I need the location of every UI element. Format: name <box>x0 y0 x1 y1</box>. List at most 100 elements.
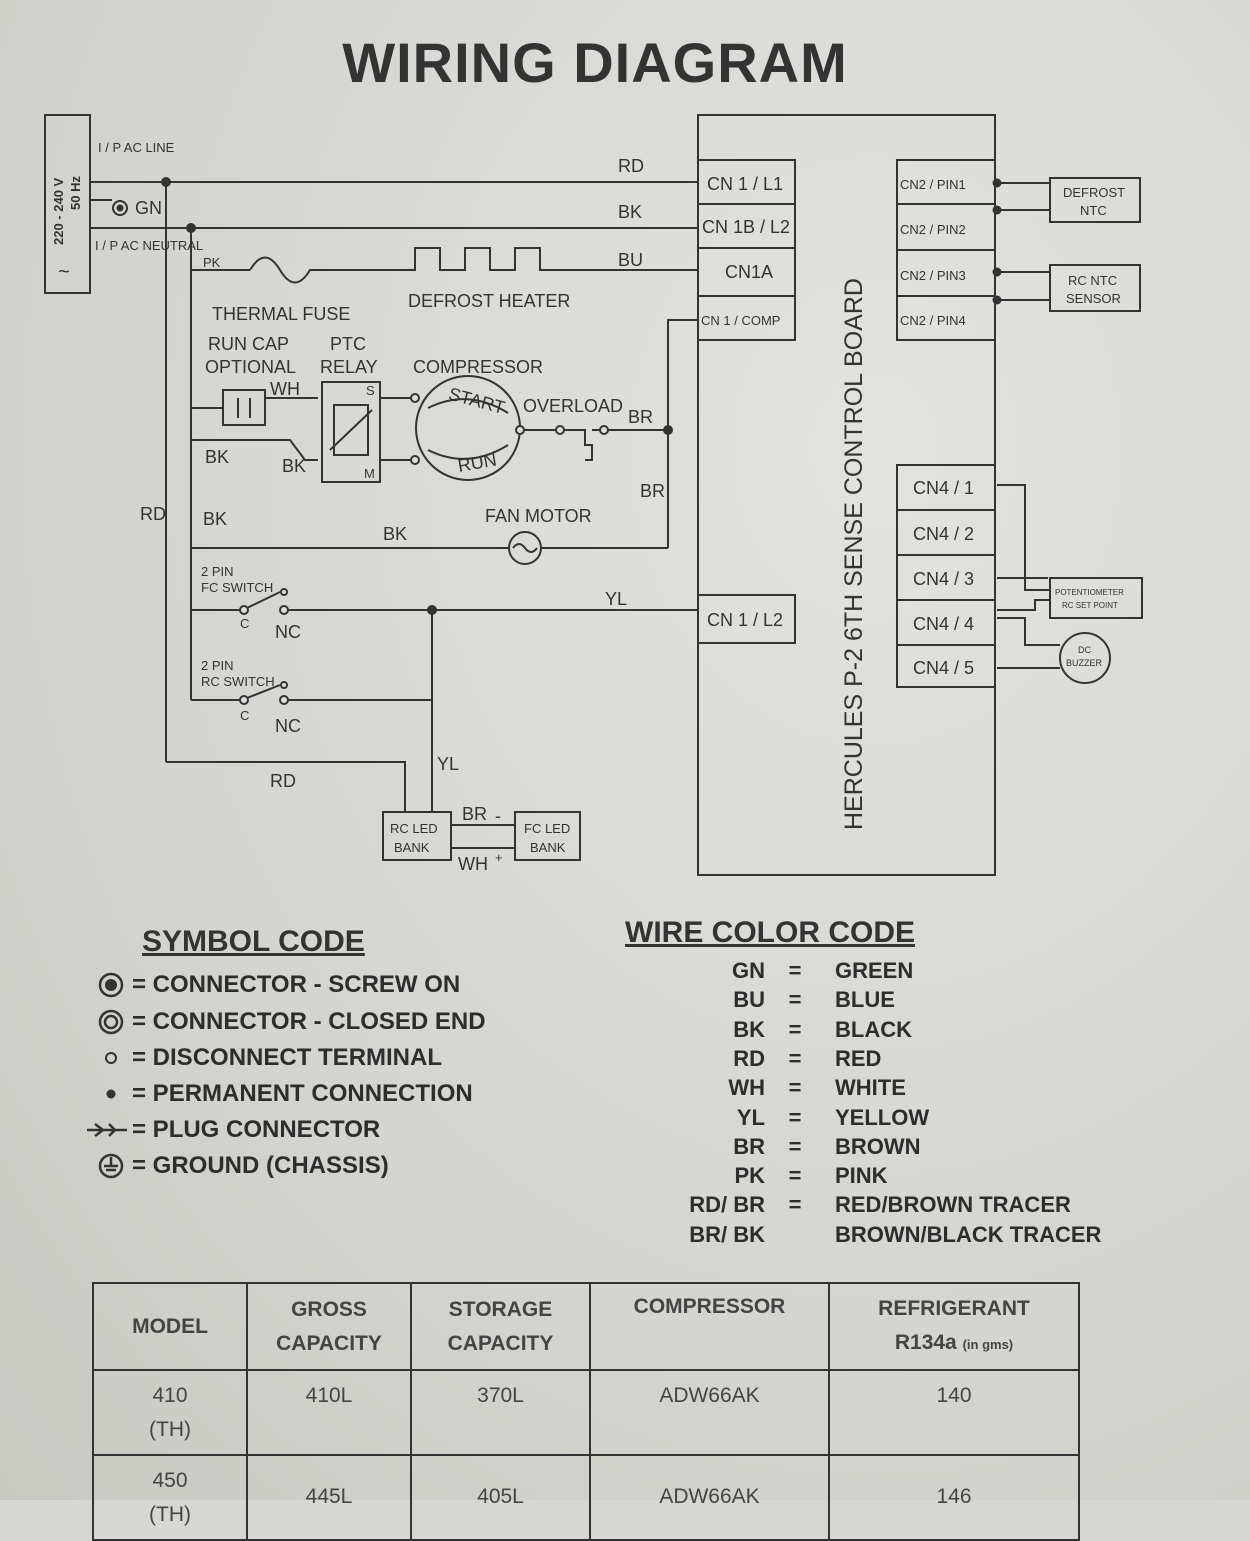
wire-color-name: RED/BROWN TRACER <box>835 1192 1071 1218</box>
led-plus: + <box>495 850 503 865</box>
cell-model: 410(TH) <box>92 1369 248 1456</box>
symbol-label: = PERMANENT CONNECTION <box>132 1080 473 1107</box>
wire-color-equals: = <box>788 1045 802 1071</box>
fc-switch-label-2: FC SWITCH <box>201 580 273 595</box>
wire-br-led: BR <box>462 804 487 824</box>
pot-label-1: POTENTIOMETER <box>1055 588 1124 597</box>
run-cap <box>222 389 266 426</box>
symbol-label: = PLUG CONNECTOR <box>132 1116 381 1143</box>
wire-yl-mid: YL <box>605 589 627 609</box>
compressor-label: COMPRESSOR <box>413 357 543 377</box>
line-label: I / P AC LINE <box>98 140 175 155</box>
supply-frequency: 50 Hz <box>68 176 83 210</box>
table-row: 450(TH) 445L 405L ADW66AK 146 <box>92 1454 1080 1541</box>
wire-color-equals: = <box>788 1163 802 1189</box>
connector-cn2-pin1: CN2 / PIN1 <box>900 177 966 192</box>
symbol-label: = CONNECTOR - SCREW ON <box>132 971 461 998</box>
defrost-ntc-label-2: NTC <box>1080 203 1107 218</box>
supply-box <box>44 114 91 294</box>
ground-chassis-icon <box>112 200 128 216</box>
cell-storage: 370L <box>410 1369 591 1456</box>
wire-br-overload: BR <box>628 407 653 427</box>
wire-bk-ptc: BK <box>282 456 306 476</box>
fan-motor-label: FAN MOTOR <box>485 506 592 526</box>
fan-motor <box>508 531 542 565</box>
symbol-row: = CONNECTOR - CLOSED END <box>90 1007 486 1037</box>
wire-color-equals: = <box>788 1133 802 1159</box>
cell-compressor: ADW66AK <box>589 1369 830 1456</box>
fc-led-bank <box>514 811 581 861</box>
fc-switch-nc: NC <box>275 622 301 642</box>
ptc-label: PTC <box>330 334 366 354</box>
wire-color-equals: = <box>788 1016 802 1042</box>
thermal-fuse-label: THERMAL FUSE <box>212 304 350 324</box>
wire-bu: BU <box>618 250 643 270</box>
symbol-label: = CONNECTOR - CLOSED END <box>132 1008 486 1035</box>
wire-color-name: BLUE <box>835 987 895 1013</box>
connector-cn2-pin2: CN2 / PIN2 <box>900 222 966 237</box>
wire-bk-top: BK <box>618 202 642 222</box>
fc-led-label-2: BANK <box>530 840 566 855</box>
wire-rd-bottom: RD <box>270 771 296 791</box>
wire-rd-top: RD <box>618 156 644 176</box>
connector-cn1-l2-mid: CN 1 / L2 <box>707 610 783 630</box>
run-cap-optional-label: OPTIONAL <box>205 357 296 377</box>
wire-color-name: PINK <box>835 1163 888 1189</box>
ptc-s-terminal: S <box>366 383 375 398</box>
defrost-ntc-label-1: DEFROST <box>1063 185 1125 200</box>
wire-color-code: YL <box>736 1104 765 1130</box>
wire-color-equals: = <box>788 1075 802 1101</box>
rc-ntc-label-2: SENSOR <box>1066 291 1121 306</box>
buzzer-label-2: BUZZER <box>1066 658 1103 668</box>
wire-color-code: RD <box>733 1045 765 1071</box>
rc-ntc-sensor <box>1049 264 1141 312</box>
page-title: WIRING DIAGRAM <box>342 31 848 94</box>
wire-color-row: RD/ BR=RED/BROWN TRACER <box>665 1192 1185 1220</box>
fc-switch-label-1: 2 PIN <box>201 564 234 579</box>
header-model: MODEL <box>92 1282 248 1371</box>
wiring-schematic: 220 - 240 V 50 Hz ~ I / P AC LINE GN I /… <box>44 114 1143 876</box>
connector-cn1-comp: CN 1 / COMP <box>701 313 780 328</box>
potentiometer <box>1049 577 1143 619</box>
wire-color-name: WHITE <box>835 1075 906 1101</box>
cell-refrigerant: 146 <box>828 1454 1080 1541</box>
defrost-ntc <box>1049 177 1141 223</box>
rc-led-bank <box>382 811 452 861</box>
connector-cn4-2: CN4 / 2 <box>913 524 974 544</box>
wire-color-equals: = <box>788 1104 802 1130</box>
wire-color-name: BLACK <box>835 1016 912 1042</box>
wire-color-code: GN <box>732 958 765 983</box>
wire-bk-left2: BK <box>203 509 227 529</box>
connector-cn4-1: CN4 / 1 <box>913 478 974 498</box>
disconnect-terminal-icon <box>90 1045 132 1071</box>
connector-cn4-5: CN4 / 5 <box>913 658 974 678</box>
rc-led-label-2: BANK <box>394 840 430 855</box>
wire-color-code: RD/ BR <box>689 1192 765 1218</box>
wire-rd-left: RD <box>140 504 166 524</box>
rc-switch-nc: NC <box>275 716 301 736</box>
wire-bk-fan: BK <box>383 524 407 544</box>
board-left-connectors: CN 1 / L1 CN 1B / L2 CN1A CN 1 / COMP CN… <box>697 159 796 644</box>
symbol-row: = GROUND (CHASSIS) <box>90 1151 389 1181</box>
pot-label-2: RC SET POINT <box>1062 601 1118 610</box>
rc-switch-label-2: RC SWITCH <box>201 674 275 689</box>
connector-cn4-4: CN4 / 4 <box>913 614 974 634</box>
wire-yl-down: YL <box>437 754 459 774</box>
wire-color-code: PK <box>734 1163 765 1189</box>
wire-color-row: GN=GREEN <box>665 958 1185 986</box>
connector-cn2-pin3: CN2 / PIN3 <box>900 268 966 283</box>
wire-color-code: BU <box>733 987 765 1013</box>
defrost-heater-label: DEFROST HEATER <box>408 291 570 311</box>
cell-compressor: ADW66AK <box>589 1454 830 1541</box>
connector-cn2-pin4: CN2 / PIN4 <box>900 313 966 328</box>
connector-closed-end-icon <box>90 1009 132 1035</box>
ptc-m-terminal: M <box>364 466 375 481</box>
rc-switch-c: C <box>240 708 249 723</box>
rc-switch-label-1: 2 PIN <box>201 658 234 673</box>
rc-led-label-1: RC LED <box>390 821 438 836</box>
overload-label: OVERLOAD <box>523 396 623 416</box>
